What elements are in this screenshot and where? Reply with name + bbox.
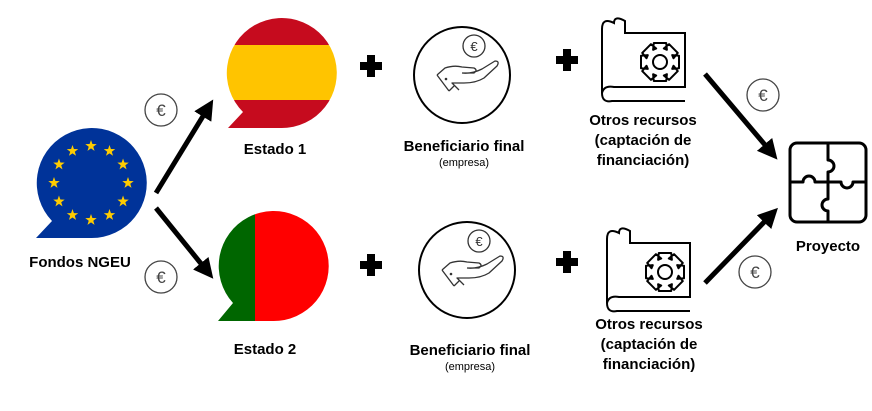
- star-icon: [53, 195, 65, 207]
- svg-text:€: €: [475, 234, 483, 249]
- star-icon: [66, 144, 79, 156]
- svg-text:€: €: [156, 268, 166, 287]
- arrow-to-project-2: [703, 207, 778, 285]
- plus-icon: [556, 251, 578, 273]
- star-icon: [117, 195, 129, 207]
- beneficiary-2-subtitle: (empresa): [445, 361, 495, 373]
- star-icon: [48, 177, 60, 188]
- beneficiary-1-title: Beneficiario final: [404, 138, 525, 155]
- blueprint-gear-icon: [606, 227, 691, 313]
- star-icon: [85, 140, 97, 151]
- resources-2-line-2: (captación de: [601, 336, 698, 353]
- source-label: Fondos NGEU: [29, 254, 131, 271]
- star-icon: [117, 158, 129, 170]
- target-label: Proyecto: [796, 238, 860, 255]
- plus-icon: [360, 55, 382, 77]
- star-icon: [103, 209, 116, 220]
- resources-2-line-1: Otros recursos: [595, 316, 703, 333]
- svg-text:€: €: [156, 101, 166, 120]
- blueprint-gear-icon: [601, 17, 686, 103]
- resources-2-line-3: financiación): [603, 356, 696, 373]
- euro-coin-icon: €: [746, 78, 780, 112]
- euro-coin-icon: €: [738, 255, 772, 289]
- star-icon: [53, 158, 65, 170]
- svg-text:€: €: [470, 39, 478, 54]
- portugal-flag-bubble: [218, 211, 329, 322]
- hand-euro-icon: €: [418, 221, 516, 319]
- arrow-to-state-2: [154, 206, 214, 279]
- star-icon: [103, 144, 116, 156]
- star-icon: [66, 209, 79, 220]
- spain-flag-bubble: [226, 18, 337, 129]
- eu-stars-icon: [48, 140, 134, 225]
- resources-1-line-2: (captación de: [595, 132, 692, 149]
- plus-icon: [556, 49, 578, 71]
- resources-1-line-1: Otros recursos: [589, 112, 697, 129]
- eu-flag-bubble: [36, 128, 147, 239]
- beneficiary-2-title: Beneficiario final: [410, 342, 531, 359]
- arrow-to-state-1: [153, 99, 214, 195]
- state-2-label: Estado 2: [234, 341, 297, 358]
- svg-text:€: €: [758, 86, 768, 105]
- hand-euro-icon: €: [413, 26, 511, 124]
- beneficiary-1-subtitle: (empresa): [439, 157, 489, 169]
- svg-text:€: €: [750, 263, 760, 282]
- arrow-to-project-1: [703, 72, 778, 160]
- puzzle-icon: [788, 141, 868, 224]
- euro-coin-icon: €: [144, 260, 178, 294]
- plus-icon: [360, 254, 382, 276]
- euro-coin-icon: €: [144, 93, 178, 127]
- star-icon: [85, 214, 97, 225]
- star-icon: [122, 177, 134, 188]
- resources-1-line-3: financiación): [597, 152, 690, 169]
- state-1-label: Estado 1: [244, 141, 307, 158]
